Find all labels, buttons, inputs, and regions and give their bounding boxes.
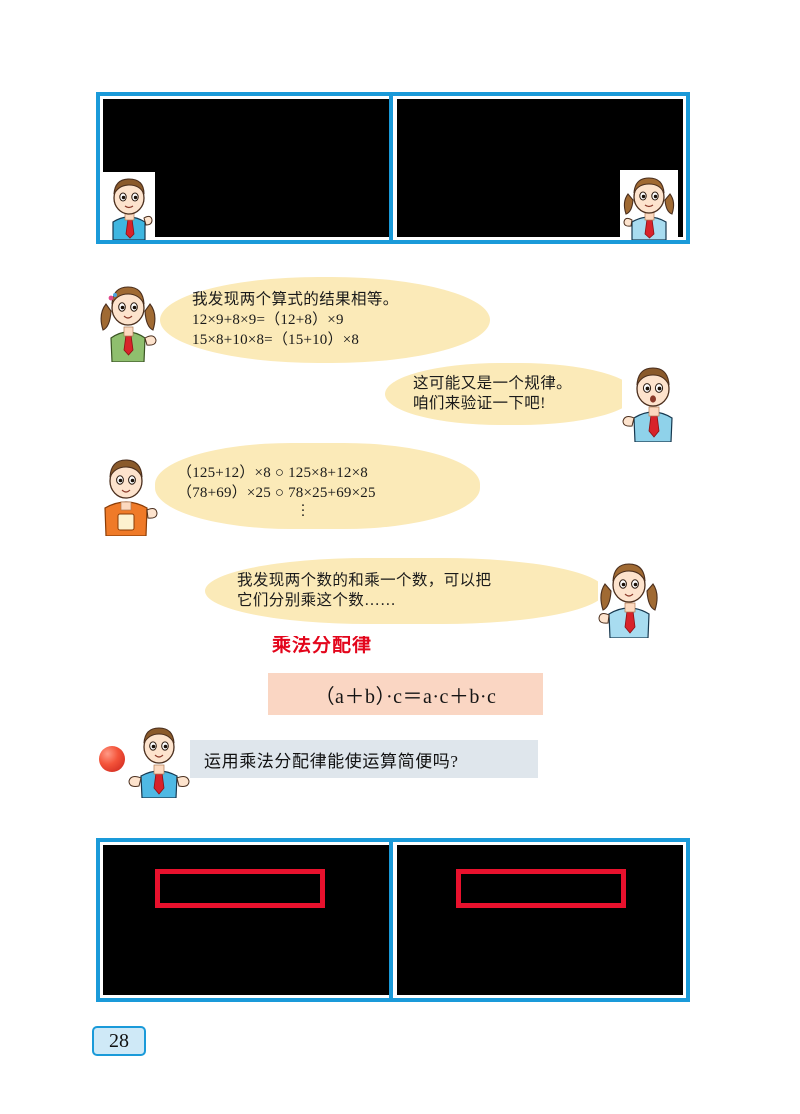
speech-bubble-verify: （125+12）×8 ○ 125×8+12×8 （78+69）×25 ○ 78×… [155, 443, 480, 529]
annotation-box-bottom-left [155, 869, 325, 908]
top-panel-divider [389, 96, 393, 240]
speech-bubble-conclusion: 我发现两个数的和乘一个数，可以把 它们分别乘这个数…… [205, 558, 605, 624]
page-number-badge: 28 [92, 1026, 146, 1056]
character-girl-pigtails-red-tie [598, 556, 660, 638]
bottom-left-panel-content [103, 845, 389, 995]
question-text: 运用乘法分配律能使运算简便吗? [204, 751, 459, 771]
bubble-rule-line-2: 咱们来验证一下吧! [413, 395, 546, 412]
formula-plate: （a＋b）·c＝a·c＋b·c [268, 673, 543, 715]
character-boy-open-arms [126, 722, 192, 798]
bottom-panel-divider [389, 842, 393, 998]
bubble-conclusion-line-2: 它们分别乘这个数…… [237, 592, 397, 609]
page-number-text: 28 [109, 1029, 129, 1052]
formula-text: （a＋b）·c＝a·c＋b·c [314, 685, 497, 708]
top-panel-group [96, 92, 690, 244]
bubble-discovery-line-3: 15×8+10×8=（15+10）×8 [192, 332, 360, 348]
character-girl-green-top [98, 278, 158, 362]
annotation-box-bottom-right [456, 869, 626, 908]
bubble-verify-line-1: （125+12）×8 ○ 125×8+12×8 [177, 465, 368, 481]
bubble-verify-line-2: （78+69）×25 ○ 78×25+69×25 [177, 485, 376, 501]
red-ball-bullet-icon [99, 746, 125, 772]
bubble-rule-line-1: 这可能又是一个规律。 [413, 375, 573, 392]
bubble-conclusion-line-1: 我发现两个数的和乘一个数，可以把 [237, 572, 492, 589]
character-boy-blue-shirt-tie [622, 360, 684, 442]
bottom-panel-group [96, 838, 690, 1002]
character-girl-pigtails-blue [620, 170, 678, 240]
character-boy-blue-shirt [103, 172, 155, 240]
bottom-right-panel-content [397, 845, 683, 995]
speech-bubble-rule-guess: 这可能又是一个规律。 咱们来验证一下吧! [385, 363, 635, 425]
bubble-discovery-line-2: 12×9+8×9=（12+8）×9 [192, 312, 344, 328]
question-band: 运用乘法分配律能使运算简便吗? [190, 740, 538, 778]
vertical-ellipsis: ··· [300, 498, 306, 524]
speech-bubble-discovery: 我发现两个算式的结果相等。 12×9+8×9=（12+8）×9 15×8+10×… [160, 277, 490, 363]
character-boy-orange-sweater [94, 450, 158, 536]
section-heading-distributive-law: 乘法分配律 [272, 636, 373, 656]
bubble-discovery-line-1: 我发现两个算式的结果相等。 [192, 291, 399, 308]
